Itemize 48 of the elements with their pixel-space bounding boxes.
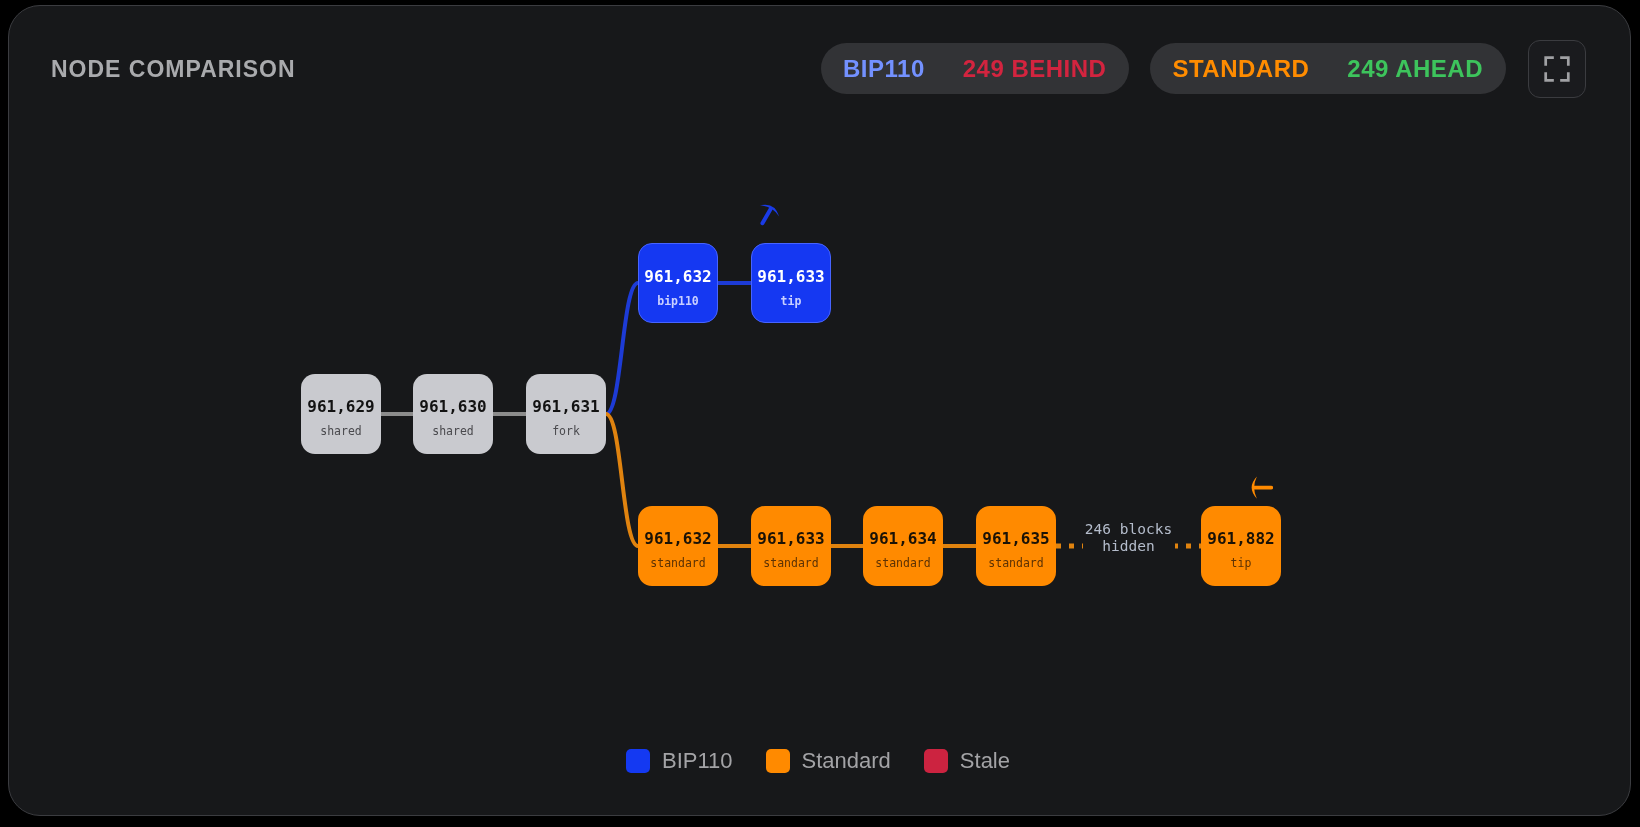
legend-text: Standard: [801, 749, 891, 773]
block-tile: [638, 243, 718, 323]
status-pill: [1150, 43, 1506, 94]
chain-link: [718, 281, 751, 285]
block-height: 961,882: [1207, 529, 1275, 549]
block-height: 961,632: [644, 267, 712, 287]
legend-text: Stale: [959, 749, 1010, 773]
status-text: 249 AHEAD: [1347, 54, 1483, 83]
block-label: standard: [988, 556, 1044, 570]
block-height: 961,633: [757, 529, 825, 549]
chain-link: [493, 412, 526, 416]
block-label: fork: [552, 424, 580, 438]
block-label: shared: [320, 424, 362, 438]
block-label: standard: [875, 556, 931, 570]
block-label: bip110: [657, 294, 699, 308]
block-label: tip: [780, 294, 802, 308]
chain-link: [831, 544, 863, 548]
block-tile: [526, 374, 606, 454]
block-label: standard: [763, 556, 819, 570]
block-tile: [638, 506, 718, 586]
chain-link: [381, 412, 413, 416]
block-tile: [1201, 506, 1281, 586]
chain-link: [604, 412, 640, 548]
chain-link: [943, 544, 976, 548]
chain-link: [604, 281, 640, 416]
status-text: 249 BEHIND: [962, 54, 1107, 83]
status-pill: [821, 43, 1130, 94]
block-height: 961,630: [419, 397, 487, 417]
legend-text: BIP110: [662, 749, 733, 773]
block-label: standard: [650, 556, 706, 570]
block-tile: [751, 243, 831, 323]
block-height: 961,629: [307, 397, 375, 417]
block-height: 961,635: [982, 529, 1050, 549]
diagram-title: NODE COMPARISON: [51, 55, 296, 83]
chain-link: [718, 544, 751, 548]
block-height: 961,633: [757, 267, 825, 287]
block-height: 961,631: [532, 397, 600, 417]
block-tile: [863, 506, 943, 586]
chain-name: BIP110: [843, 54, 925, 83]
block-height: 961,634: [869, 529, 937, 549]
chain-name: STANDARD: [1172, 54, 1310, 83]
block-tile: [976, 506, 1056, 586]
block-label: tip: [1230, 556, 1252, 570]
block-tile: [751, 506, 831, 586]
block-tile: [413, 374, 493, 454]
block-height: 961,632: [644, 529, 712, 549]
block-tile: [301, 374, 381, 454]
block-label: shared: [432, 424, 474, 438]
